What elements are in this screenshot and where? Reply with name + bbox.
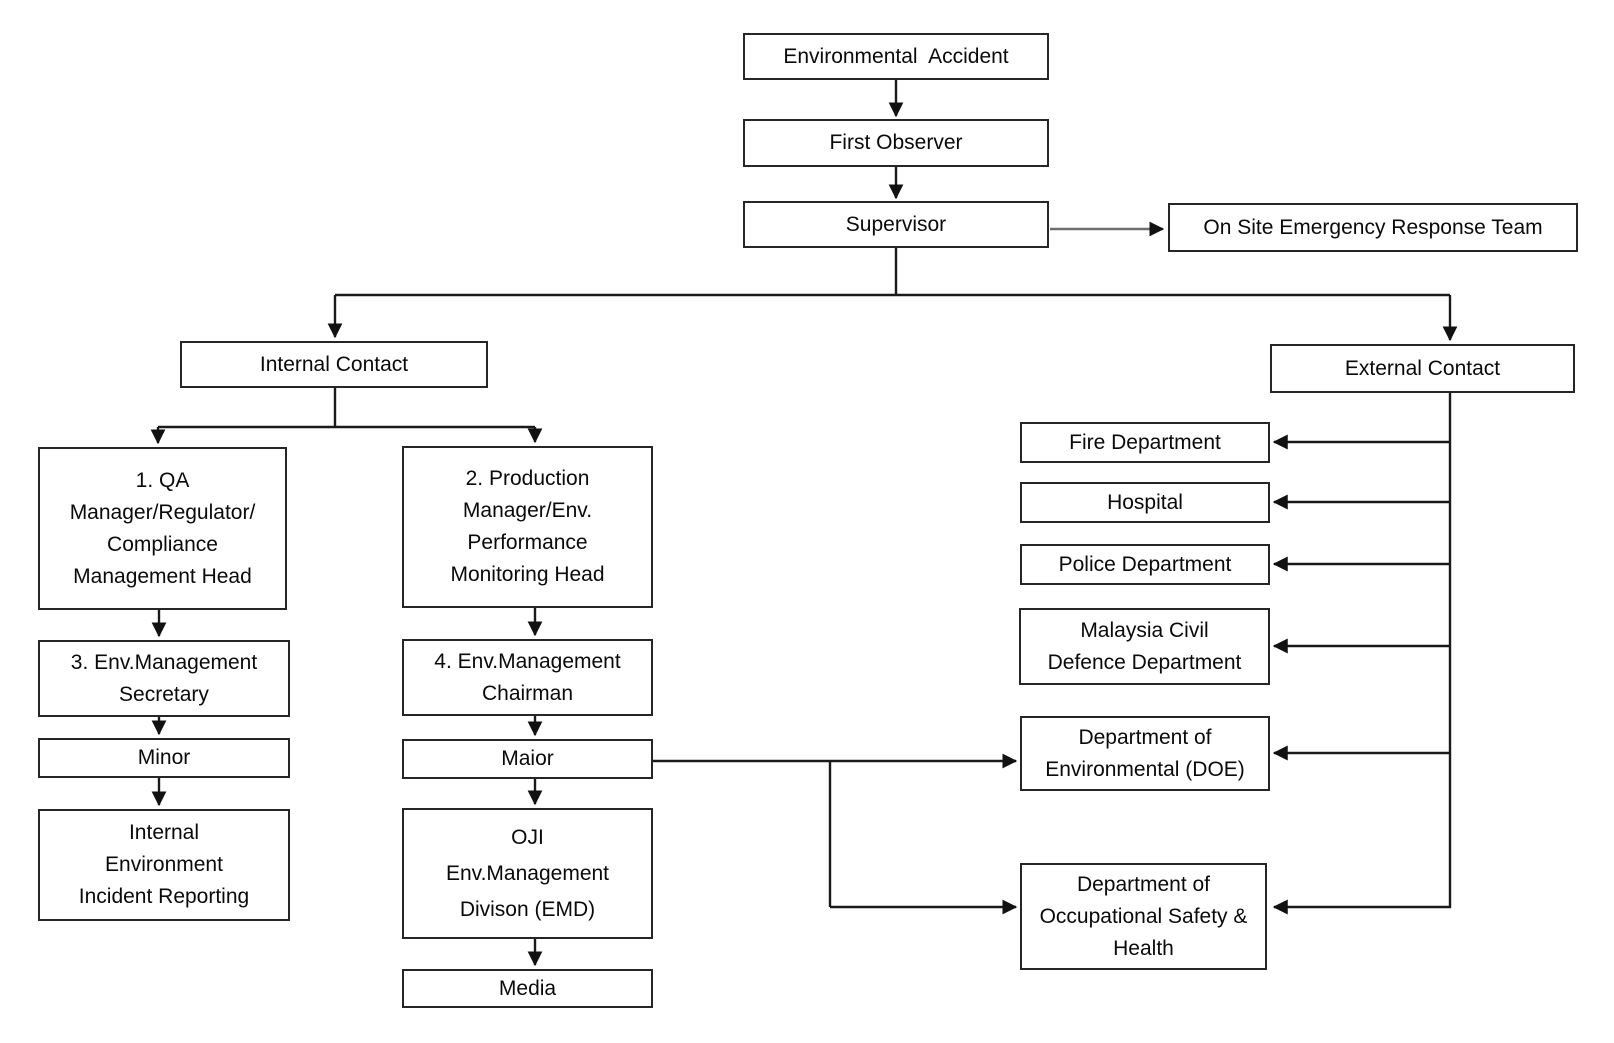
- node-label-police-department: Police Department: [1058, 552, 1232, 576]
- node-label-environmental-accident: Environmental Accident: [783, 44, 1009, 68]
- node-label-malaysia-civil-defence-department: Malaysia Civil Defence Department: [1047, 618, 1242, 674]
- node-fire-department: Fire Department: [1020, 422, 1270, 463]
- node-hospital: Hospital: [1020, 482, 1270, 523]
- node-environmental-accident: Environmental Accident: [743, 33, 1049, 80]
- node-label-onsite-emergency-response-team: On Site Emergency Response Team: [1203, 215, 1543, 239]
- node-label-supervisor: Supervisor: [845, 212, 947, 236]
- node-label-production-manager: 2. Production Manager/Env. Performance M…: [450, 467, 605, 586]
- node-media: Media: [402, 969, 653, 1008]
- node-external-contact: External Contact: [1270, 344, 1575, 393]
- node-production-manager: 2. Production Manager/Env. Performance M…: [402, 446, 653, 608]
- node-label-media: Media: [498, 976, 557, 1000]
- node-internal-contact: Internal Contact: [180, 341, 488, 388]
- node-label-internal-contact: Internal Contact: [259, 352, 409, 376]
- node-department-of-environmental-doe: Department of Environmental (DOE): [1020, 716, 1270, 791]
- node-label-first-observer: First Observer: [829, 131, 963, 154]
- node-malaysia-civil-defence-department: Malaysia Civil Defence Department: [1019, 608, 1270, 685]
- node-env-management-secretary: 3. Env.Management Secretary: [38, 640, 290, 717]
- node-maior: Maior: [402, 739, 653, 779]
- node-minor: Minor: [38, 738, 290, 778]
- node-label-minor: Minor: [137, 746, 191, 769]
- node-onsite-emergency-response-team: On Site Emergency Response Team: [1168, 203, 1578, 252]
- node-label-env-management-chairman: 4. Env.Management Chairman: [434, 649, 621, 705]
- node-label-fire-department: Fire Department: [1069, 430, 1221, 454]
- node-supervisor: Supervisor: [743, 201, 1049, 248]
- node-label-env-management-secretary: 3. Env.Management Secretary: [70, 650, 258, 706]
- edge-external-trunk-to-osh: [1272, 393, 1452, 915]
- node-label-department-of-occupational-safety-health: Department of Occupational Safety & Heal…: [1039, 872, 1248, 960]
- node-police-department: Police Department: [1020, 544, 1270, 585]
- node-label-department-of-environmental-doe: Department of Environmental (DOE): [1045, 725, 1245, 781]
- node-label-oji-env-management-division: OJI Env.Management Divison (EMD): [445, 825, 610, 921]
- node-label-qa-manager: 1. QA Manager/Regulator/ Compliance Mana…: [69, 468, 256, 588]
- node-label-maior: Maior: [501, 747, 554, 770]
- node-department-of-occupational-safety-health: Department of Occupational Safety & Heal…: [1020, 863, 1267, 970]
- node-oji-env-management-division: OJI Env.Management Divison (EMD): [402, 808, 653, 939]
- node-label-hospital: Hospital: [1107, 490, 1183, 514]
- node-qa-manager: 1. QA Manager/Regulator/ Compliance Mana…: [38, 447, 287, 610]
- node-label-external-contact: External Contact: [1344, 356, 1501, 380]
- node-label-internal-environment-incident-reporting: Internal Environment Incident Reporting: [78, 821, 250, 908]
- node-env-management-chairman: 4. Env.Management Chairman: [402, 639, 653, 716]
- node-internal-environment-incident-reporting: Internal Environment Incident Reporting: [38, 809, 290, 921]
- node-first-observer: First Observer: [743, 119, 1049, 167]
